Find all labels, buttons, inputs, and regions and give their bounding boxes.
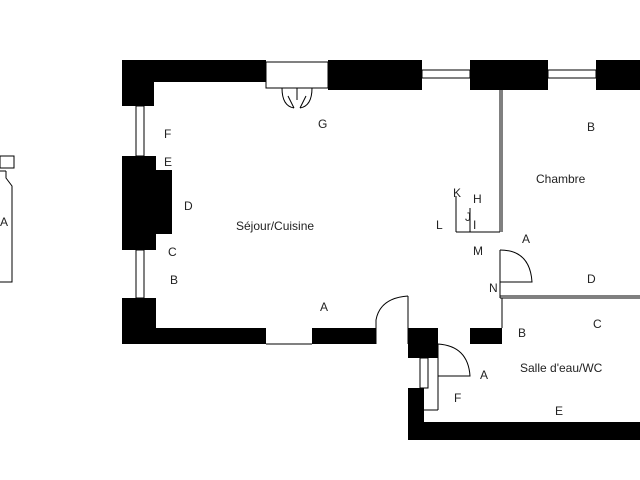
hall-label-h: H — [473, 192, 482, 206]
sejour-walls — [122, 60, 640, 345]
chambre-label-a: A — [522, 232, 530, 246]
wall-label-f: F — [164, 127, 171, 141]
room-chambre-label: Chambre — [536, 172, 586, 186]
wall-label-c: C — [168, 245, 177, 259]
entry-door — [375, 295, 409, 344]
french-door-g — [265, 61, 329, 109]
sde-label-b: B — [518, 326, 526, 340]
wall-label-b: B — [170, 273, 178, 287]
hall-label-n: N — [489, 281, 498, 295]
room-sejour-label: Séjour/Cuisine — [236, 219, 314, 233]
wall-label-d: D — [184, 199, 193, 213]
hall-label-m: M — [473, 244, 483, 258]
sde-label-e: E — [555, 404, 563, 418]
hall-label-i: I — [473, 218, 476, 232]
wall-label-g: G — [318, 117, 327, 131]
room-salle-eau-label: Salle d'eau/WC — [520, 361, 603, 375]
partitions — [455, 90, 640, 299]
sde-label-c: C — [593, 317, 602, 331]
chambre-label-d: D — [587, 272, 596, 286]
chambre-label-b: B — [587, 120, 595, 134]
partial-room-left: A — [0, 155, 15, 283]
hall-label-l: L — [436, 218, 443, 232]
wall-label-a: A — [320, 300, 328, 314]
sde-label-a: A — [480, 368, 488, 382]
sde-label-f: F — [454, 391, 461, 405]
hall-label-j: J — [465, 210, 471, 224]
salle-eau-walls — [408, 298, 640, 440]
hall-label-k: K — [453, 186, 461, 200]
wall-label-e: E — [164, 155, 172, 169]
partial-room-label: A — [0, 215, 8, 229]
